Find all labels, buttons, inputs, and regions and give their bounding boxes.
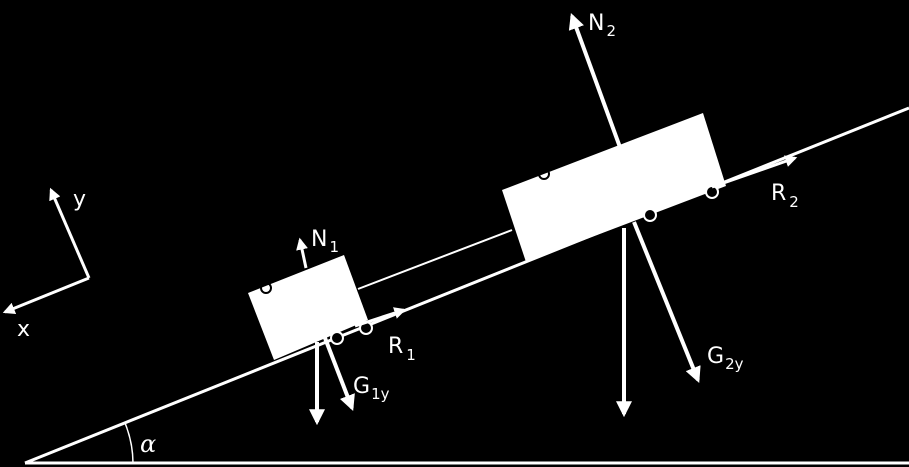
force-g2y-arrow	[632, 221, 701, 383]
wagon-1	[248, 255, 373, 360]
wagon-2-wheel	[643, 208, 657, 222]
wagon-2-body	[502, 113, 726, 262]
y-axis-label: y	[73, 187, 86, 212]
coupling-rope	[357, 229, 513, 290]
angle-arc	[124, 422, 134, 464]
force-r1-arrow	[354, 307, 407, 328]
force-n2-arrow	[568, 12, 623, 151]
wagon-1-wheel	[260, 282, 272, 294]
coordinate-axes: y x	[2, 187, 91, 342]
y-axis-arrow	[49, 187, 91, 279]
wagon-1-body	[248, 255, 368, 360]
force-g1y-arrow	[323, 337, 355, 411]
wagon-2-wheel	[705, 185, 719, 199]
force-g1y-label: G1y	[353, 374, 390, 403]
x-axis-arrow	[2, 276, 90, 314]
incline-surface	[24, 106, 909, 465]
x-axis-label: x	[17, 317, 30, 342]
wagon-2	[502, 113, 726, 262]
force-r2-arrow	[711, 155, 798, 189]
force-n1-arrow	[296, 237, 308, 269]
wagon-2-wheel	[538, 168, 550, 180]
wagon-1-wheel	[330, 331, 344, 345]
force-g2y-label: G2y	[707, 344, 744, 373]
angle-label: α	[140, 430, 156, 458]
